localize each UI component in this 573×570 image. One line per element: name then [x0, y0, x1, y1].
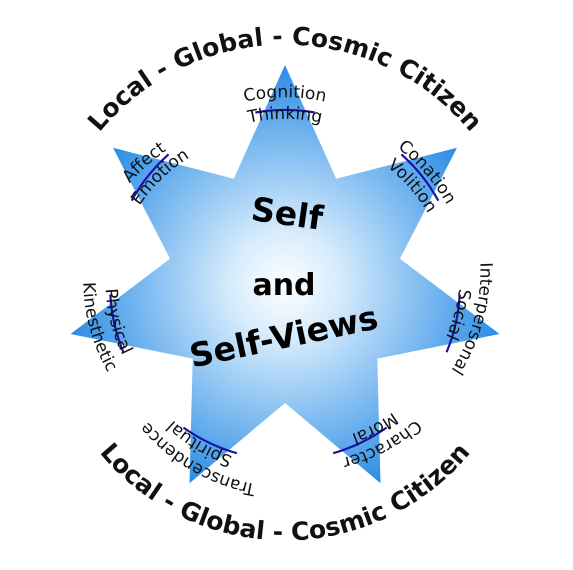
- arc-spiritual: [182, 426, 238, 455]
- arc-conation: [400, 153, 440, 202]
- arc-emotion: [130, 153, 170, 202]
- ring-bottom-label: Local - Global - Cosmic Citizen: [95, 437, 476, 546]
- center-title-and: and: [252, 268, 315, 303]
- seven-point-star: [70, 65, 500, 484]
- arc-cognition: [255, 108, 315, 114]
- arc-social: [445, 294, 461, 353]
- arc-moral: [332, 426, 388, 455]
- arc-physical: [109, 294, 125, 353]
- spoke-arcs: [109, 108, 461, 455]
